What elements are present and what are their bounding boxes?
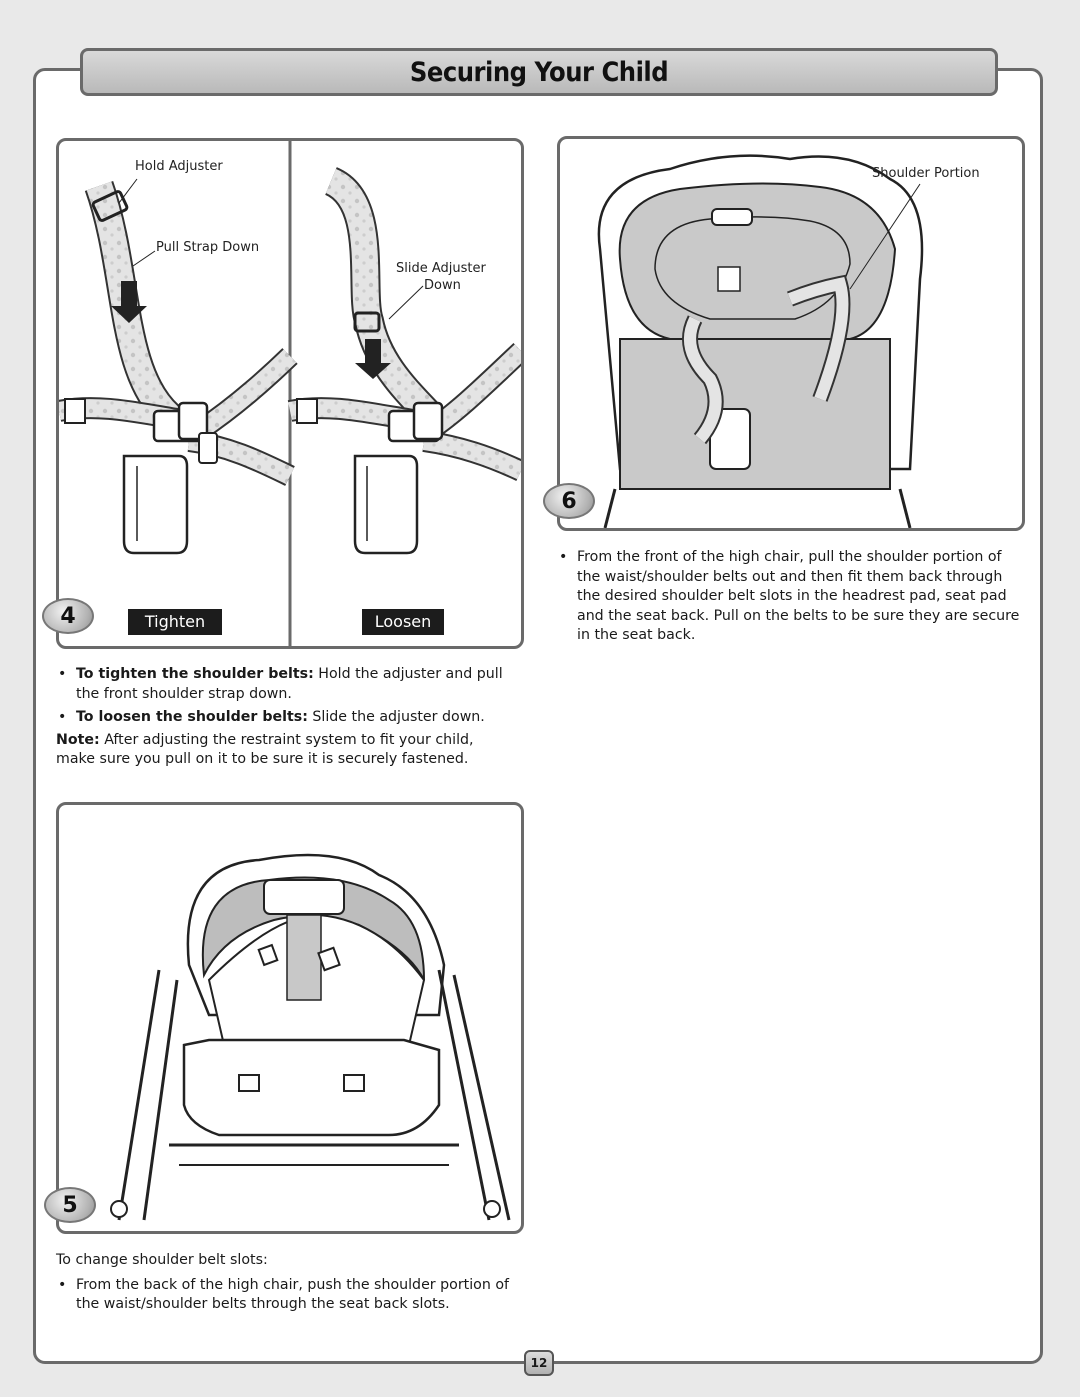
change-slots-heading: To change shoulder belt slots:: [56, 1252, 268, 1268]
loosen-instruction: To loosen the shoulder belts: Slide the …: [56, 708, 516, 728]
tighten-instruction-text: Hold the adjuster and pull the front sho…: [76, 666, 503, 702]
tighten-instruction: To tighten the shoulder belts: Hold the …: [56, 665, 516, 704]
label-down: Down: [424, 278, 461, 293]
step6-illustration-panel: [557, 136, 1025, 531]
loosen-instruction-bold: To loosen the shoulder belts:: [76, 709, 308, 725]
step5-instructions: To change shoulder belt slots: From the …: [56, 1251, 516, 1315]
high-chair-front-illustration: [597, 154, 924, 528]
label-slide-adjuster: Slide Adjuster: [396, 261, 486, 276]
tighten-tab: Tighten: [128, 609, 222, 635]
step4-instructions: To tighten the shoulder belts: Hold the …: [56, 665, 516, 770]
step-6-badge: 6: [543, 483, 595, 519]
label-shoulder-portion: Shoulder Portion: [872, 166, 980, 181]
strap-adjustment-illustration: [59, 141, 521, 646]
step6-instructions: From the front of the high chair, pull t…: [557, 548, 1027, 646]
front-belt-instruction: From the front of the high chair, pull t…: [557, 548, 1027, 646]
note-text: Note: After adjusting the restraint syst…: [56, 731, 516, 770]
title-bar: Securing Your Child: [80, 48, 998, 96]
loosen-instruction-text: Slide the adjuster down.: [307, 709, 485, 725]
note-body: After adjusting the restraint system to …: [56, 731, 474, 768]
page-number: 12: [524, 1350, 554, 1376]
note-label: Note:: [56, 731, 100, 748]
label-hold-adjuster: Hold Adjuster: [135, 159, 223, 174]
step5-illustration-panel: [56, 802, 524, 1234]
step-5-badge: 5: [44, 1187, 96, 1223]
loosen-tab: Loosen: [362, 609, 444, 635]
high-chair-back-illustration: [110, 853, 511, 1221]
step-4-badge: 4: [42, 598, 94, 634]
tighten-instruction-bold: To tighten the shoulder belts:: [76, 666, 314, 682]
change-slots-instruction: From the back of the high chair, push th…: [56, 1276, 516, 1315]
step4-illustration-panel: [56, 138, 524, 649]
page-title: Securing Your Child: [409, 56, 669, 88]
label-pull-strap-down: Pull Strap Down: [156, 240, 260, 255]
